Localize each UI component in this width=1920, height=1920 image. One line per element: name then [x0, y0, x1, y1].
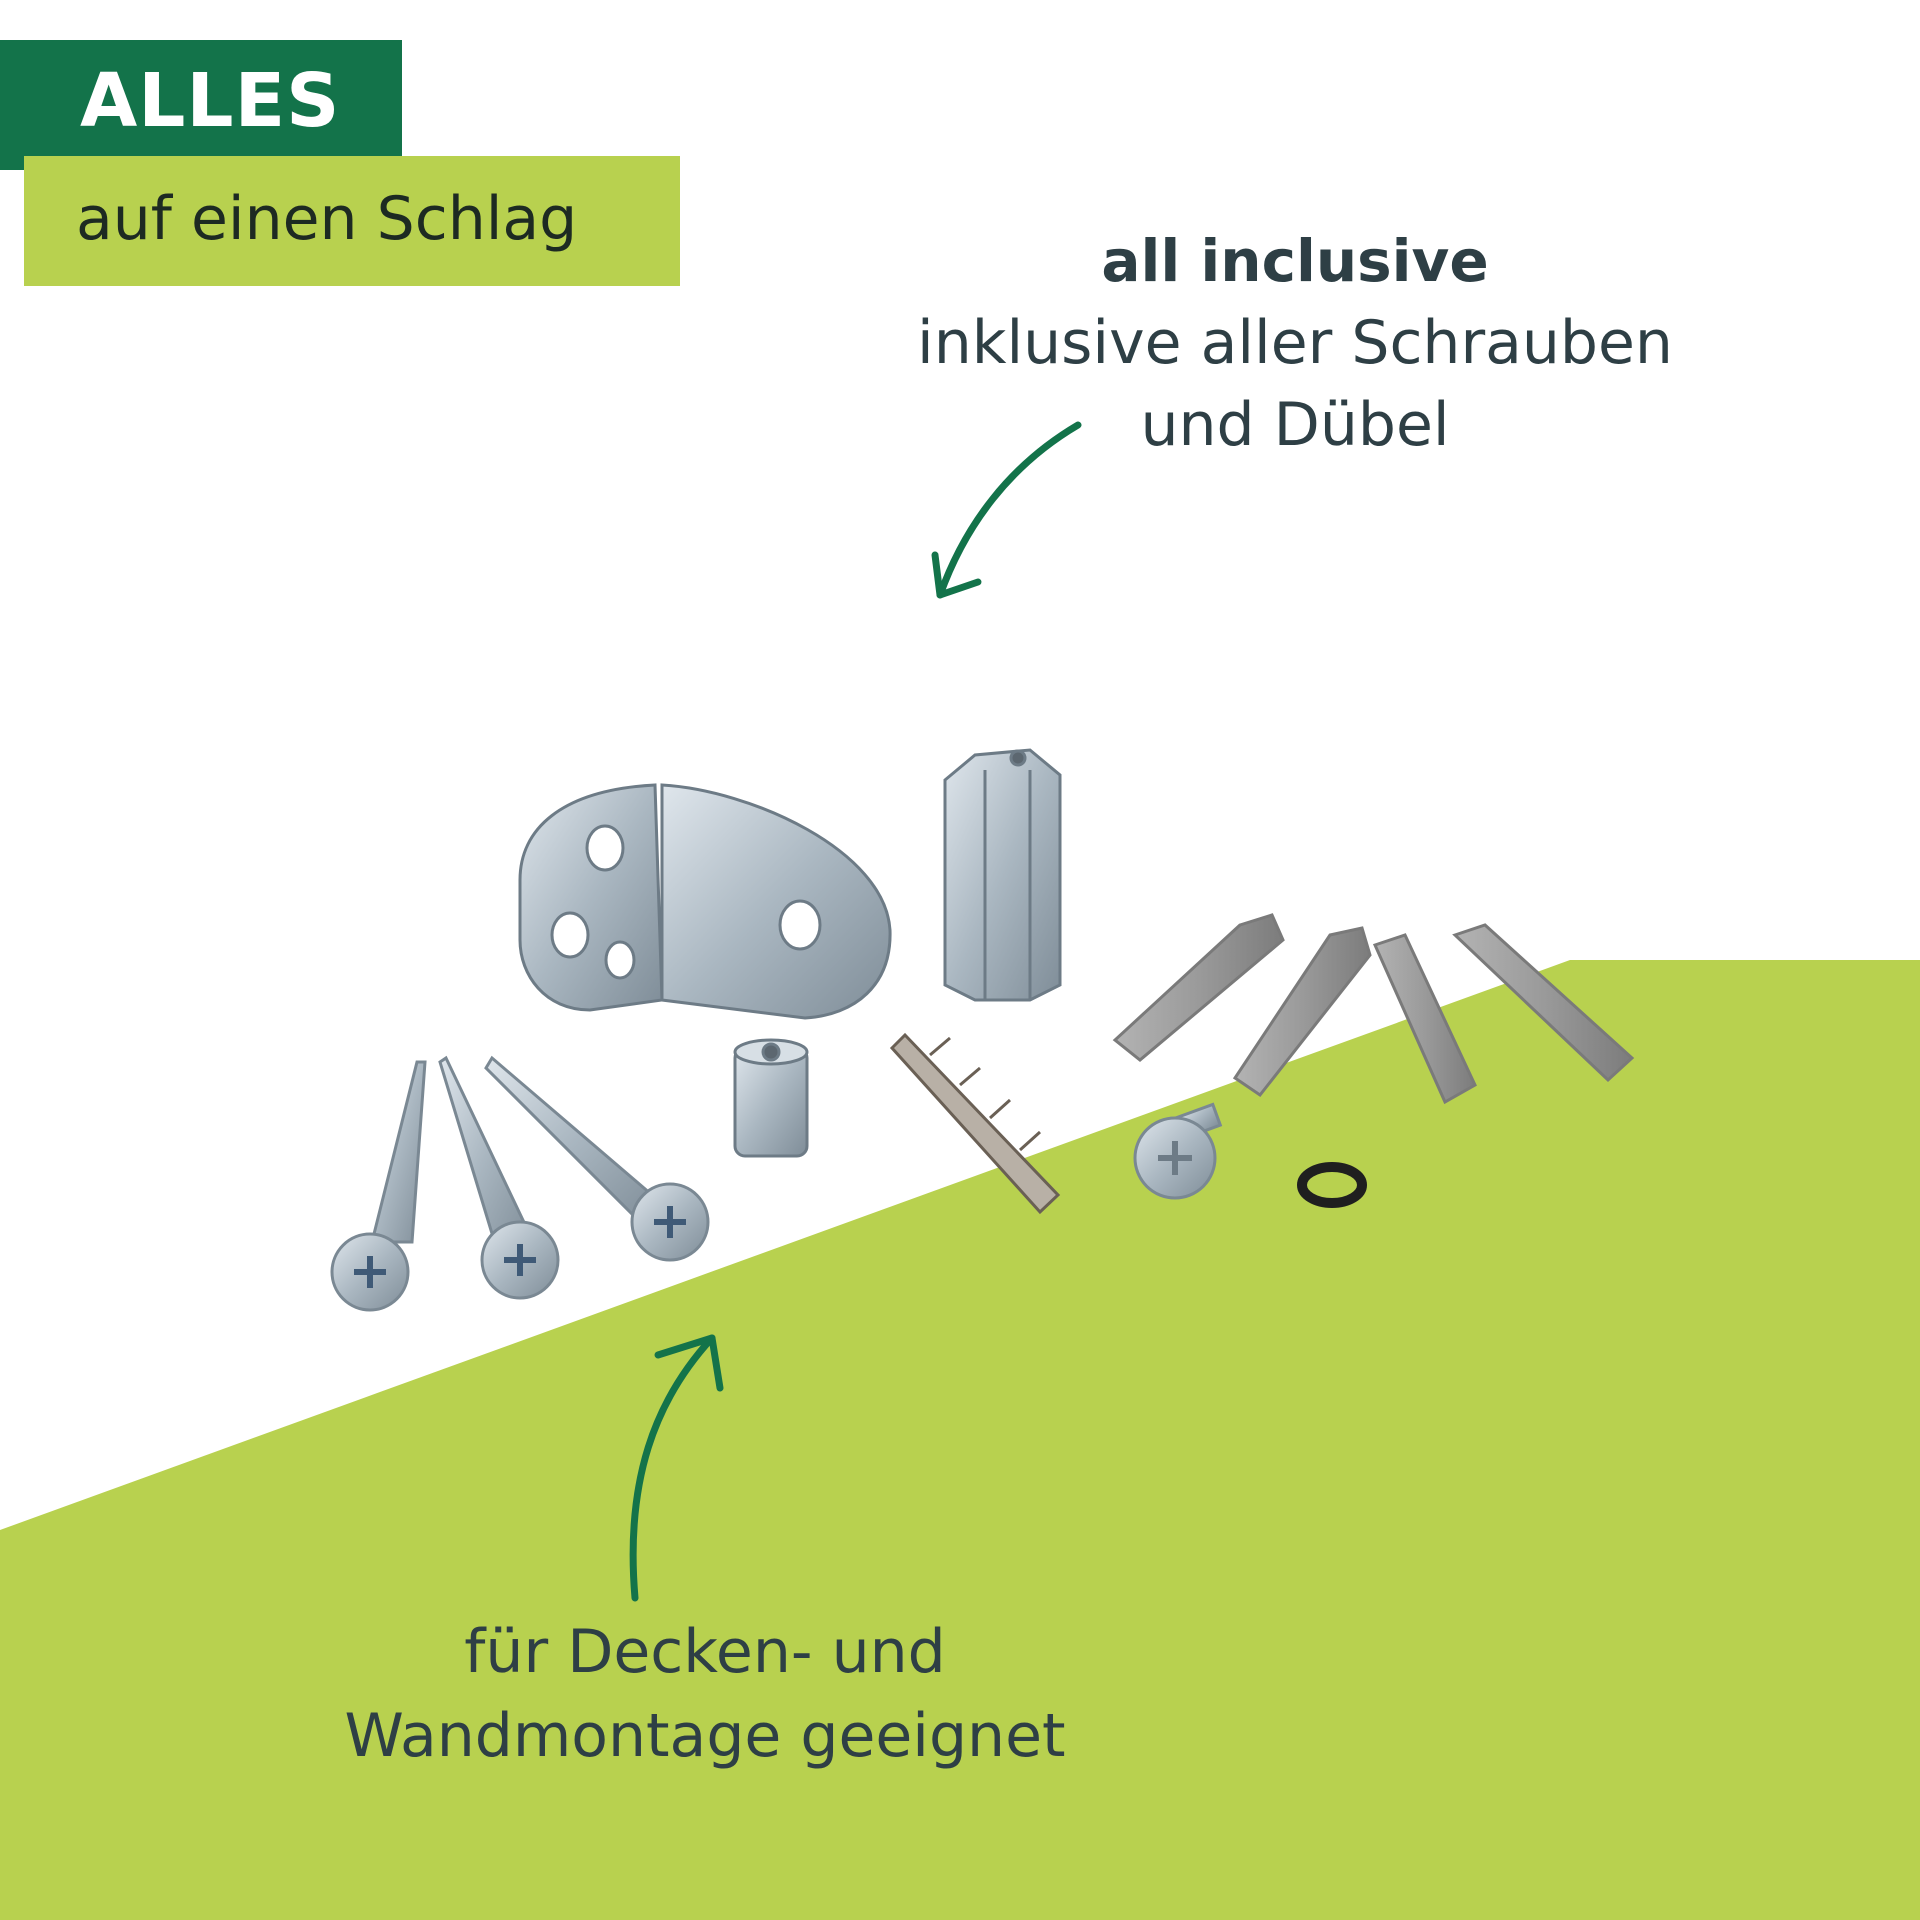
- subheadline-text: auf einen Schlag: [76, 184, 578, 254]
- wall-plug: [1112, 913, 1285, 1062]
- callout-title: all inclusive: [1101, 227, 1489, 295]
- countersunk-screw: [1133, 1102, 1223, 1200]
- callout-bottom-line-1: für Decken- und: [464, 1617, 946, 1687]
- wall-plug: [1372, 933, 1477, 1105]
- spring-washer: [1297, 1162, 1367, 1208]
- callout-mounting: für Decken- und Wandmontage geeignet: [290, 1610, 1120, 1778]
- spacer-sleeve: [733, 1038, 809, 1158]
- headline-badge: ALLES: [0, 40, 402, 170]
- arrow-down-left-icon: [931, 421, 1082, 599]
- arrow-up-right-icon: [629, 1334, 724, 1602]
- callout-all-inclusive: all inclusive inklusive aller Schrauben …: [870, 220, 1720, 466]
- wall-plug: [1452, 923, 1635, 1083]
- angle-bracket: [518, 783, 892, 1020]
- wood-screw: [330, 1060, 427, 1312]
- hex-coupling-nut: [943, 748, 1062, 1002]
- headline-text: ALLES: [80, 58, 341, 144]
- callout-line-2: und Dübel: [1140, 390, 1450, 460]
- wall-plug: [1232, 926, 1372, 1098]
- wood-screw: [438, 1055, 560, 1300]
- wood-screw: [484, 1055, 710, 1262]
- subheadline-badge: auf einen Schlag: [24, 156, 680, 286]
- callout-bottom-line-2: Wandmontage geeignet: [344, 1701, 1066, 1771]
- callout-line-1: inklusive aller Schrauben: [917, 308, 1673, 378]
- hanger-bolt: [889, 1032, 1061, 1215]
